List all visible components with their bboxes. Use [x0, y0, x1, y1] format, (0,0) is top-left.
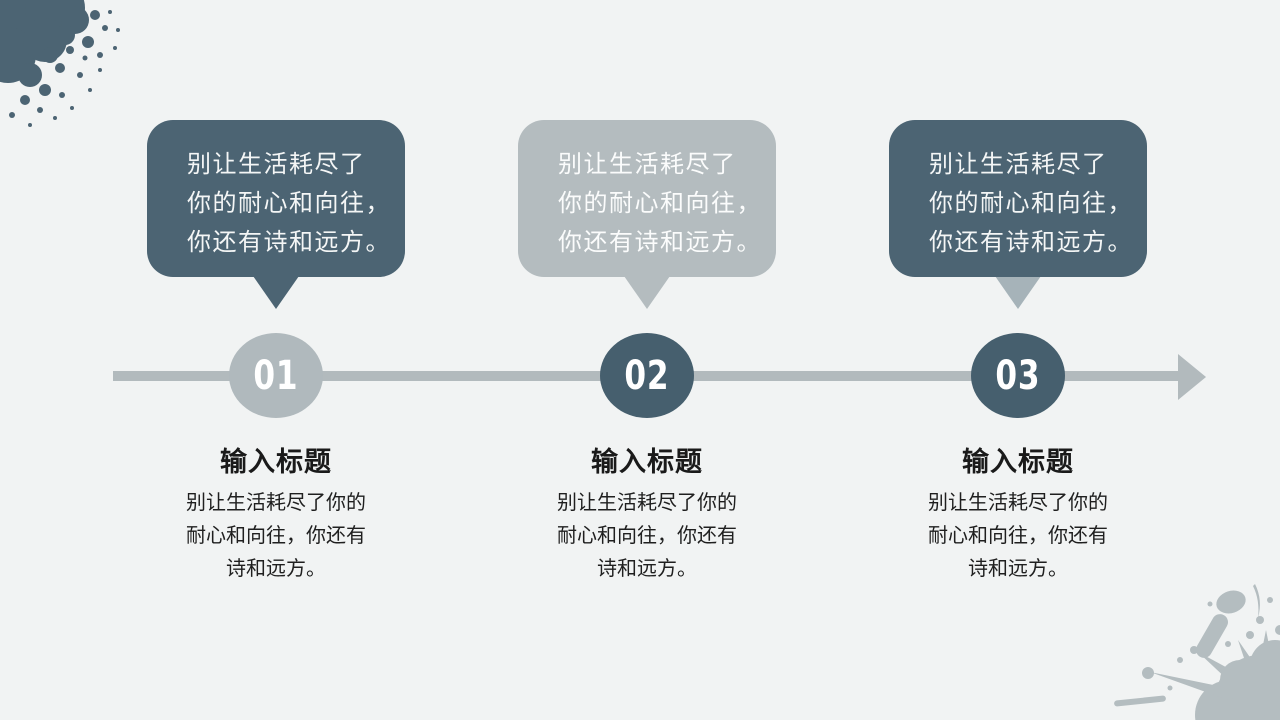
step-title-1: 输入标题 — [220, 447, 332, 477]
body-text-line: 耐心和向往，你还有 — [186, 525, 366, 547]
speech-bubble-tail-1 — [253, 276, 299, 309]
step-body-2: 别让生活耗尽了你的 耐心和向往，你还有 诗和远方。 — [522, 487, 772, 586]
step-title-3: 输入标题 — [962, 447, 1074, 477]
body-text-line: 别让生活耗尽了你的 — [557, 492, 737, 514]
body-text-line: 诗和远方。 — [226, 558, 326, 580]
bubble-text-line: 别让生活耗尽了 — [187, 152, 366, 178]
step-title-2: 输入标题 — [591, 447, 703, 477]
bubble-text-line: 别让生活耗尽了 — [929, 152, 1108, 178]
speech-bubble-tail-3 — [995, 276, 1041, 309]
bubble-text-line: 你还有诗和远方。 — [187, 230, 391, 256]
bubble-text-line: 别让生活耗尽了 — [558, 152, 737, 178]
step-body-1: 别让生活耗尽了你的 耐心和向往，你还有 诗和远方。 — [151, 487, 401, 586]
timeline-arrow-icon — [1178, 354, 1206, 400]
speech-bubble-3: 别让生活耗尽了 你的耐心和向往， 你还有诗和远方。 — [889, 120, 1147, 277]
body-text-line: 别让生活耗尽了你的 — [928, 492, 1108, 514]
step-number: 01 — [253, 352, 299, 399]
body-text-line: 诗和远方。 — [597, 558, 697, 580]
body-text-line: 耐心和向往，你还有 — [928, 525, 1108, 547]
speech-bubble-1: 别让生活耗尽了 你的耐心和向往， 你还有诗和远方。 — [147, 120, 405, 277]
ink-splatter-top-left-icon — [0, 0, 120, 127]
bubble-text-line: 你的耐心和向往， — [929, 191, 1133, 217]
body-text-line: 诗和远方。 — [968, 558, 1068, 580]
body-text-line: 耐心和向往，你还有 — [557, 525, 737, 547]
step-body-3: 别让生活耗尽了你的 耐心和向往，你还有 诗和远方。 — [893, 487, 1143, 586]
bubble-text-line: 你的耐心和向往， — [187, 191, 391, 217]
step-number-circle-1: 01 — [229, 333, 323, 418]
ink-splatter-bottom-right-icon — [1114, 584, 1280, 720]
step-number-circle-3: 03 — [971, 333, 1065, 418]
step-number-circle-2: 02 — [600, 333, 694, 418]
timeline-step-3: 别让生活耗尽了 你的耐心和向往， 你还有诗和远方。 03 输入标题 别让生活耗尽… — [868, 0, 1168, 720]
speech-bubble-2: 别让生活耗尽了 你的耐心和向往， 你还有诗和远方。 — [518, 120, 776, 277]
step-number: 03 — [995, 352, 1041, 399]
bubble-text-line: 你还有诗和远方。 — [558, 230, 762, 256]
body-text-line: 别让生活耗尽了你的 — [186, 492, 366, 514]
step-number: 02 — [624, 352, 670, 399]
timeline-step-2: 别让生活耗尽了 你的耐心和向往， 你还有诗和远方。 02 输入标题 别让生活耗尽… — [497, 0, 797, 720]
timeline-step-1: 别让生活耗尽了 你的耐心和向往， 你还有诗和远方。 01 输入标题 别让生活耗尽… — [126, 0, 426, 720]
bubble-text-line: 你还有诗和远方。 — [929, 230, 1133, 256]
speech-bubble-tail-2 — [624, 276, 670, 309]
bubble-text-line: 你的耐心和向往， — [558, 191, 762, 217]
